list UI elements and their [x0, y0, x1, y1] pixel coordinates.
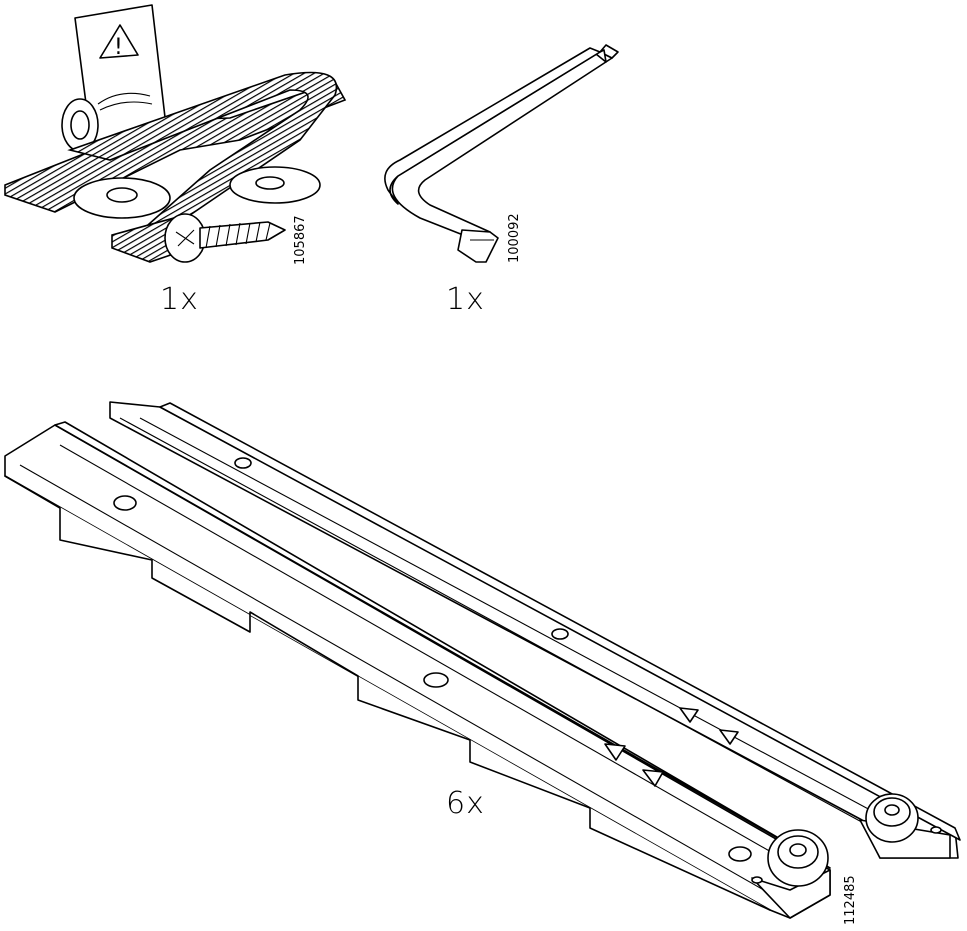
allen-key-part-number: 100092 [507, 213, 522, 263]
drawer-runners-quantity: 6x [446, 786, 485, 821]
allen-key-icon [385, 45, 618, 262]
drawer-runner-icon [5, 402, 960, 918]
drawer-runners-part-number: 112485 [843, 875, 858, 925]
warning-icon: ! [114, 35, 123, 60]
allen-key-quantity: 1x [446, 282, 485, 317]
fixing-kit-quantity: 1x [160, 282, 199, 317]
fixing-kit-part-number: 105867 [293, 215, 308, 265]
